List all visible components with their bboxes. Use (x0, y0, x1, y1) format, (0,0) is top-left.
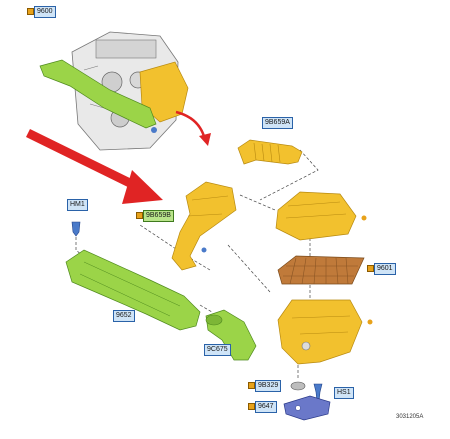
housing-drain (301, 341, 311, 351)
grommet-marker (248, 382, 255, 389)
air-filter-element (277, 255, 365, 285)
lower-housing (277, 299, 363, 365)
intake-hose (237, 139, 303, 165)
label-inlet-tube: 9C675 (204, 344, 231, 356)
bracket-part (283, 395, 331, 421)
engine-marker (27, 8, 34, 15)
label-screw: HS1 (334, 387, 354, 399)
housing-screw (367, 319, 373, 325)
label-grommet: 9B329 (255, 380, 282, 392)
reference-number: 3031205A (396, 414, 424, 420)
bracket-marker (248, 403, 255, 410)
label-engine: 9600 (34, 6, 56, 18)
cover-ribs (285, 201, 347, 219)
grommet-part (290, 381, 306, 391)
intake-duct-detail (187, 195, 229, 217)
filter-pleats (283, 257, 358, 285)
label-filter: 9601 (374, 263, 396, 275)
label-intake-hose: 9B659A (262, 117, 293, 129)
red-arrows (26, 110, 211, 204)
resonator-ribs (79, 261, 181, 317)
leader-duct-to-housing (227, 244, 271, 293)
leader-hose-to-cover (259, 149, 319, 201)
label-bracket: 9647 (255, 401, 277, 413)
duct-marker (136, 212, 143, 219)
engine-blue-clip (151, 127, 157, 133)
engine-green-duct (39, 59, 157, 129)
leader-resonator-to-tube (199, 304, 213, 313)
inlet-tube-opening (205, 314, 223, 326)
resonator (65, 249, 201, 331)
lower-housing-detail (291, 315, 351, 335)
label-intake-duct: 9B659B (143, 210, 174, 222)
leader-duct-to-cover (239, 194, 276, 211)
intake-hose-ribs (253, 142, 281, 163)
clip-part (71, 221, 81, 237)
filter-marker (367, 265, 374, 272)
intake-duct (171, 181, 237, 271)
label-resonator: 9652 (113, 310, 135, 322)
cover-screw (361, 215, 367, 221)
leader-duct-to-resonator (139, 224, 211, 271)
bracket-hole (295, 405, 301, 411)
duct-clip (201, 247, 207, 253)
label-clip: HM1 (67, 199, 88, 211)
